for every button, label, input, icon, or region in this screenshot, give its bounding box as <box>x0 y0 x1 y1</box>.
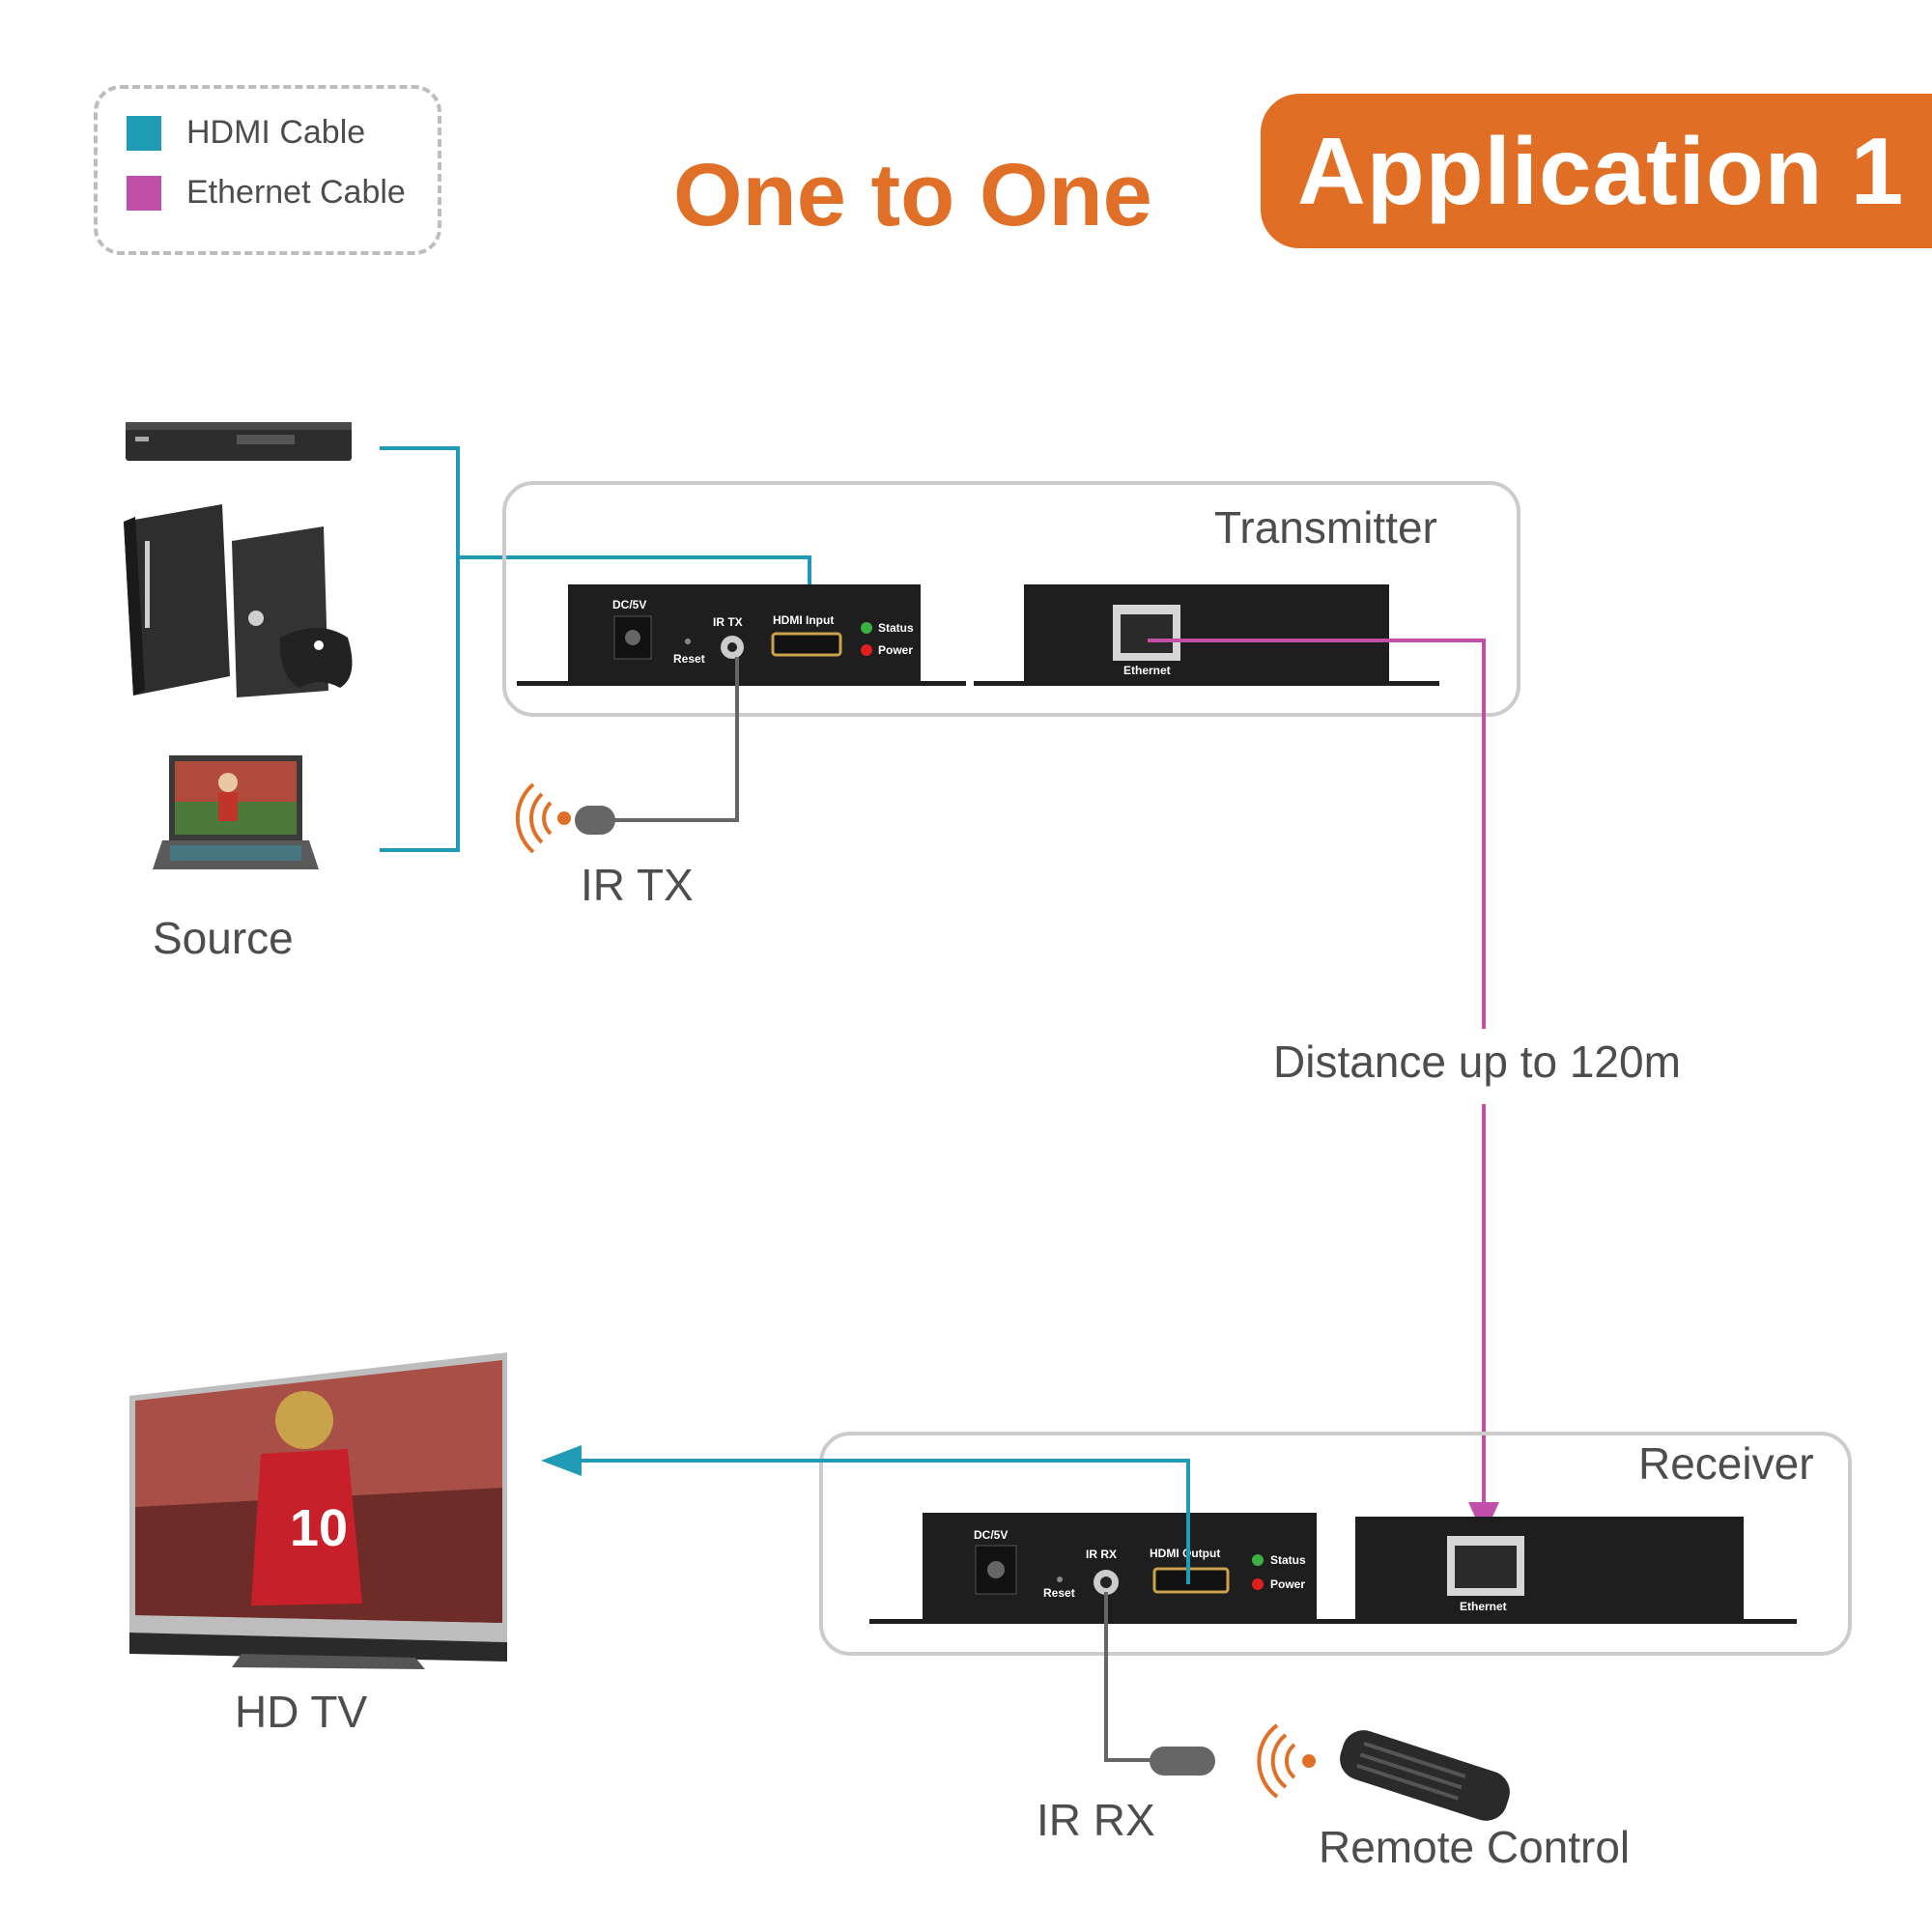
legend-label-hdmi: HDMI Cable <box>186 114 366 151</box>
rx-reset-label: Reset <box>1043 1586 1075 1600</box>
tx-hdmi-port <box>771 632 842 657</box>
rx-ir-port-label: IR RX <box>1086 1548 1117 1561</box>
hd-tv-icon: 10 <box>129 1352 507 1669</box>
tx-reset-label: Reset <box>673 652 705 666</box>
rx-hdmi-label: HDMI Output <box>1150 1547 1220 1560</box>
remote-signal-icon <box>1257 1723 1296 1799</box>
transmitter-label: Transmitter <box>1214 502 1437 553</box>
hdmi-arrow-out <box>541 1445 582 1476</box>
receiver-rear-panel: Ethernet <box>1333 1517 1797 1624</box>
rx-status-led <box>1252 1554 1264 1566</box>
tx-status-led <box>861 622 872 634</box>
ethernet-cable <box>1148 639 1486 1507</box>
tx-ir-port-label: IR TX <box>713 615 743 629</box>
source-label: Source <box>153 913 294 963</box>
tv-jersey-number: 10 <box>290 1499 348 1557</box>
tv-label: HD TV <box>235 1687 367 1737</box>
tx-power-label: Power <box>878 643 913 657</box>
rx-dc-label: DC/5V <box>974 1528 1008 1542</box>
diagram-title: One to One <box>673 146 1152 244</box>
tx-dc-label: DC/5V <box>612 598 646 611</box>
transmitter-front-panel: DC/5V Reset IR TX HDMI Input Status Powe… <box>517 584 966 686</box>
remote-label: Remote Control <box>1319 1822 1630 1872</box>
legend-item-hdmi: HDMI Cable <box>127 114 365 152</box>
legend-item-ethernet: Ethernet Cable <box>127 174 406 212</box>
ir-rx-receiver <box>1150 1747 1215 1776</box>
ethernet-swatch <box>127 175 161 211</box>
rx-hdmi-port <box>1152 1567 1230 1594</box>
ir-tx-signal-icon <box>515 782 553 854</box>
hdmi-cable-tv <box>570 1459 1190 1584</box>
remote-control-icon <box>1340 1730 1510 1821</box>
game-console-icon <box>124 504 353 697</box>
receiver-label: Receiver <box>1638 1438 1814 1489</box>
tx-power-led <box>861 644 872 656</box>
ir-rx-cable <box>1104 1592 1159 1762</box>
application-badge-label: Application 1 <box>1297 118 1905 224</box>
hdmi-swatch <box>127 115 161 151</box>
application-badge: Application 1 <box>1261 94 1932 248</box>
legend-label-ethernet: Ethernet Cable <box>186 174 406 211</box>
tx-ethernet-label: Ethernet <box>1123 664 1171 677</box>
rx-power-led <box>1252 1578 1264 1590</box>
bluray-player-icon <box>126 422 352 461</box>
receiver-group <box>819 1432 1852 1656</box>
ir-tx-emitter <box>575 806 615 835</box>
rx-power-label: Power <box>1270 1577 1305 1591</box>
laptop-icon <box>153 755 319 869</box>
ir-rx-label: IR RX <box>1037 1795 1155 1845</box>
ir-tx-label: IR TX <box>581 860 694 910</box>
distance-label: Distance up to 120m <box>1273 1037 1681 1087</box>
tx-hdmi-label: HDMI Input <box>773 613 834 627</box>
rx-ethernet-label: Ethernet <box>1460 1600 1507 1613</box>
rx-status-label: Status <box>1270 1553 1306 1567</box>
receiver-front-panel: DC/5V Reset IR RX HDMI Output Status Pow… <box>869 1513 1352 1624</box>
legend: HDMI Cable Ethernet Cable <box>94 85 441 255</box>
ir-tx-cable <box>611 657 739 822</box>
transmitter-rear-panel: Ethernet <box>974 584 1439 686</box>
tx-status-label: Status <box>878 621 914 635</box>
transmitter-group <box>502 481 1520 717</box>
